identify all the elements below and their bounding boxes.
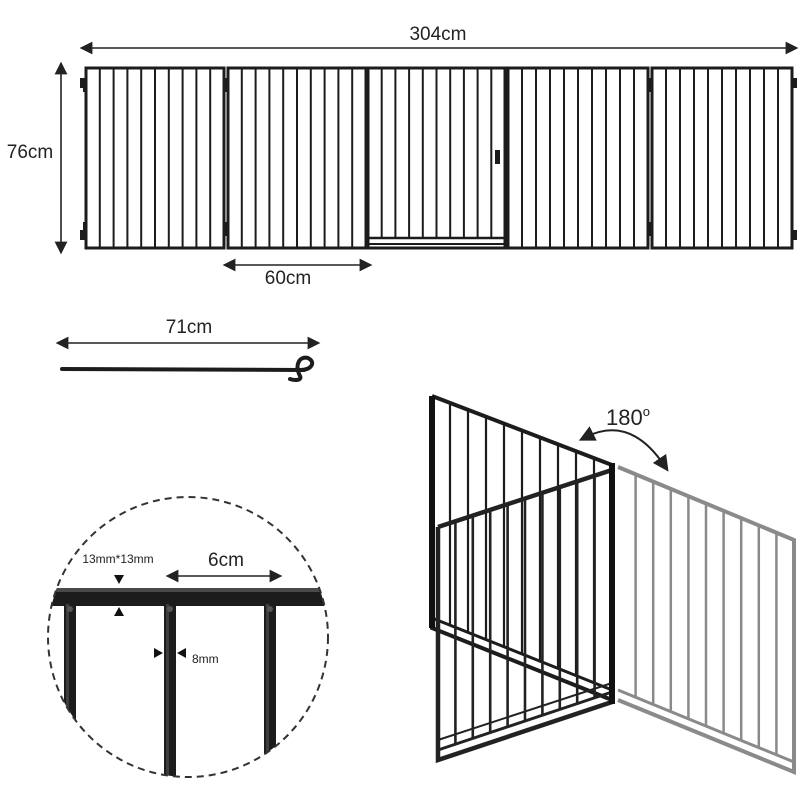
detail-top-rail	[48, 588, 328, 606]
rotation-label: 180o	[606, 404, 650, 430]
fence-panel-4	[505, 66, 650, 250]
fence-panels	[80, 66, 797, 250]
rotation-arrow-icon	[578, 426, 669, 472]
hook-rod: 71cm	[55, 317, 321, 382]
end-bracket	[792, 230, 797, 240]
bar-diameter-label: 8mm	[192, 652, 219, 666]
rod-length-label: 71cm	[166, 317, 212, 338]
fence-elevation: 304cm 76cm 60cm	[7, 24, 799, 289]
panel-width-label: 60cm	[265, 268, 311, 289]
faded-panel	[617, 465, 796, 775]
front-panel	[435, 466, 615, 764]
end-bracket	[792, 78, 797, 88]
tube-arrow-top	[114, 575, 124, 584]
end-bracket	[80, 78, 85, 88]
rod-shaft	[60, 367, 306, 372]
back-panel	[430, 394, 614, 703]
fence-panel-2	[225, 66, 368, 250]
diameter-arrow-right	[177, 648, 186, 658]
frame-tube-label: 13mm*13mm	[82, 552, 153, 566]
bar-spacing-label: 6cm	[208, 550, 244, 571]
folding-illustration: 180o	[429, 394, 796, 775]
detail-bar-3	[264, 604, 276, 777]
fence-panel-3	[365, 66, 507, 250]
total-width-label: 304cm	[409, 24, 466, 45]
height-label: 76cm	[7, 142, 53, 163]
fence-panel-5	[649, 66, 794, 250]
diameter-arrow-left	[154, 648, 163, 658]
end-bracket	[80, 230, 85, 240]
detail-bar-2	[164, 604, 176, 777]
detail-rail-highlight	[48, 588, 328, 592]
rod-hook	[288, 355, 315, 382]
fence-panel-1	[83, 66, 226, 250]
detail-zoom: 13mm*13mm 6cm 8mm	[47, 496, 329, 778]
detail-circle-outline	[47, 496, 329, 778]
detail-bar-1	[64, 604, 76, 777]
tube-arrow-bottom	[114, 607, 124, 616]
